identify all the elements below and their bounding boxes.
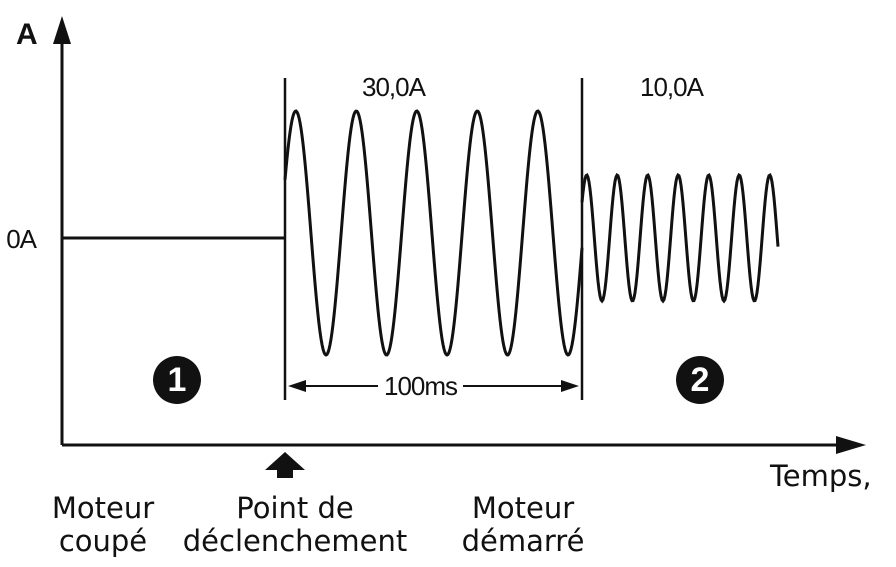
- inrush-current-wave: [283, 109, 584, 357]
- x-axis-label: Temps,: [770, 459, 872, 493]
- phase-1-marker: 1: [153, 356, 201, 404]
- motor-off-caption: Moteur coupé: [18, 494, 188, 556]
- duration-label: 100ms: [378, 373, 464, 399]
- y-axis-label: A: [16, 18, 38, 51]
- trigger-point-line-1: Point de: [236, 491, 354, 525]
- motor-off-line-1: Moteur: [51, 491, 155, 525]
- trigger-arrow-icon: [265, 452, 305, 478]
- running-current-wave: [580, 172, 780, 304]
- trigger-point-line-2: déclenchement: [182, 524, 408, 558]
- running-amplitude-label: 10,0A: [640, 72, 704, 102]
- trigger-point-caption: Point de déclenchement: [160, 494, 430, 556]
- duration-arrow-right: [561, 380, 579, 392]
- motor-started-line-2: démarré: [461, 524, 585, 558]
- motor-started-caption: Moteur démarré: [438, 494, 608, 556]
- inrush-amplitude-label: 30,0A: [362, 72, 426, 102]
- y-axis-zero-tick: 0A: [6, 224, 37, 254]
- y-axis-arrowhead: [53, 16, 71, 44]
- motor-off-line-2: coupé: [58, 524, 148, 558]
- motor-started-line-1: Moteur: [471, 491, 575, 525]
- duration-arrow-left: [288, 380, 306, 392]
- phase-2-marker: 2: [676, 356, 724, 404]
- x-axis-arrowhead: [836, 436, 866, 454]
